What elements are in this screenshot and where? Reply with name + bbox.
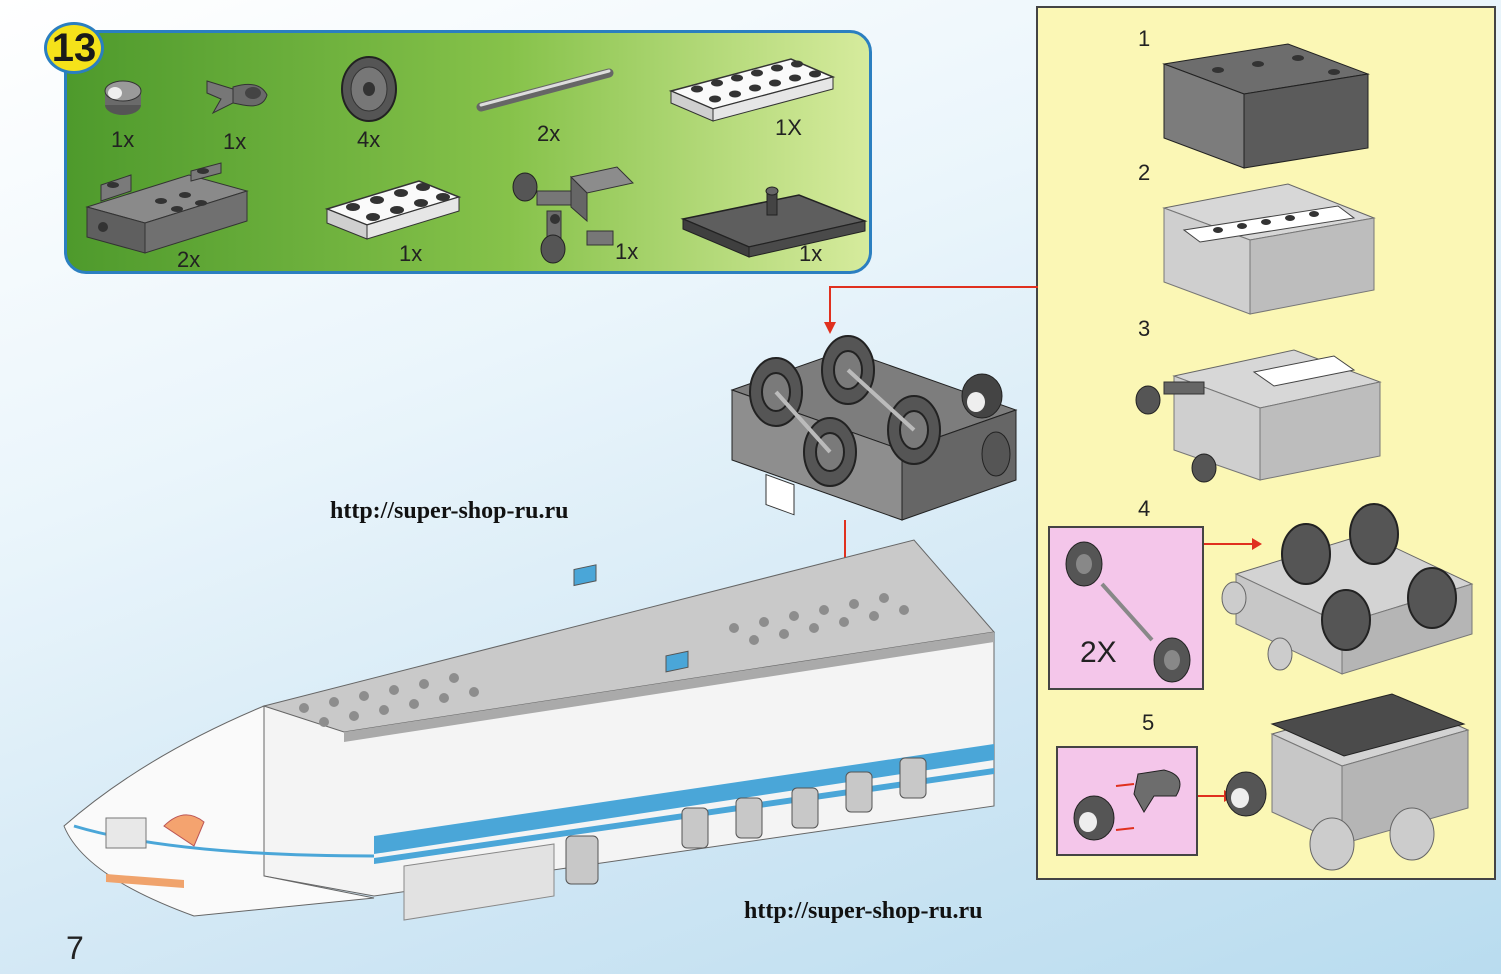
watermark-url-1: http://super-shop-ru.ru [330,498,569,524]
hook-assembly-icon [1073,769,1181,841]
part-qty-plate-2x6: 1X [775,115,802,140]
substep-5-callout [1056,746,1198,856]
substep-1-number: 1 [1138,26,1151,51]
wheel-axle-icon [1065,541,1191,683]
parts-list-panel: 1x 1x 4x 2x 1X [64,30,872,274]
part-qty-coupling-hook: 1x [223,129,247,154]
substep-2-number: 2 [1138,160,1151,185]
wheel-icon [341,56,397,122]
substep-4-callout: 2X [1048,526,1204,690]
part-qty-buffer-bracket: 1x [615,239,639,264]
part-qty-plate-2x4: 1x [399,241,423,266]
substep-5-number: 5 [1142,710,1155,735]
plate-2x4-icon [324,180,462,240]
substep-4-number: 4 [1138,496,1151,521]
substep-4-callout-qty: 2X [1080,636,1117,669]
round-brick-icon [104,80,142,115]
buffer-bracket-icon [512,166,635,264]
sub-assembly-panel: 1 2 3 4 2X [1036,6,1496,880]
substep-4-illustration [1221,503,1474,675]
step-number-badge: 13 [44,22,104,74]
sub-panel-connector [1012,286,1038,288]
part-qty-round-brick: 1x [111,127,135,152]
substep-5-illustration [1225,693,1470,871]
substep-1-illustration [1162,43,1370,169]
substep-3-number: 3 [1138,316,1151,341]
part-qty-bogie-base: 2x [177,247,201,272]
part-qty-axle-rod: 2x [537,121,561,146]
part-qty-pivot-plate: 1x [799,241,823,266]
substep-2-illustration [1162,183,1376,315]
plate-2x6-icon [668,58,836,122]
axle-rod-icon [476,68,614,112]
pivot-plate-icon [680,186,868,258]
coupling-hook-icon [206,80,268,115]
watermark-url-2: http://super-shop-ru.ru [744,898,983,924]
part-qty-wheel: 4x [357,127,381,152]
assembled-bogie-illustration [730,335,1018,521]
bogie-base-icon [85,162,249,254]
page-number: 7 [66,930,84,966]
train-car-illustration [63,539,995,921]
substep-3-illustration [1135,349,1382,483]
substep-4-arrow [1204,538,1262,550]
